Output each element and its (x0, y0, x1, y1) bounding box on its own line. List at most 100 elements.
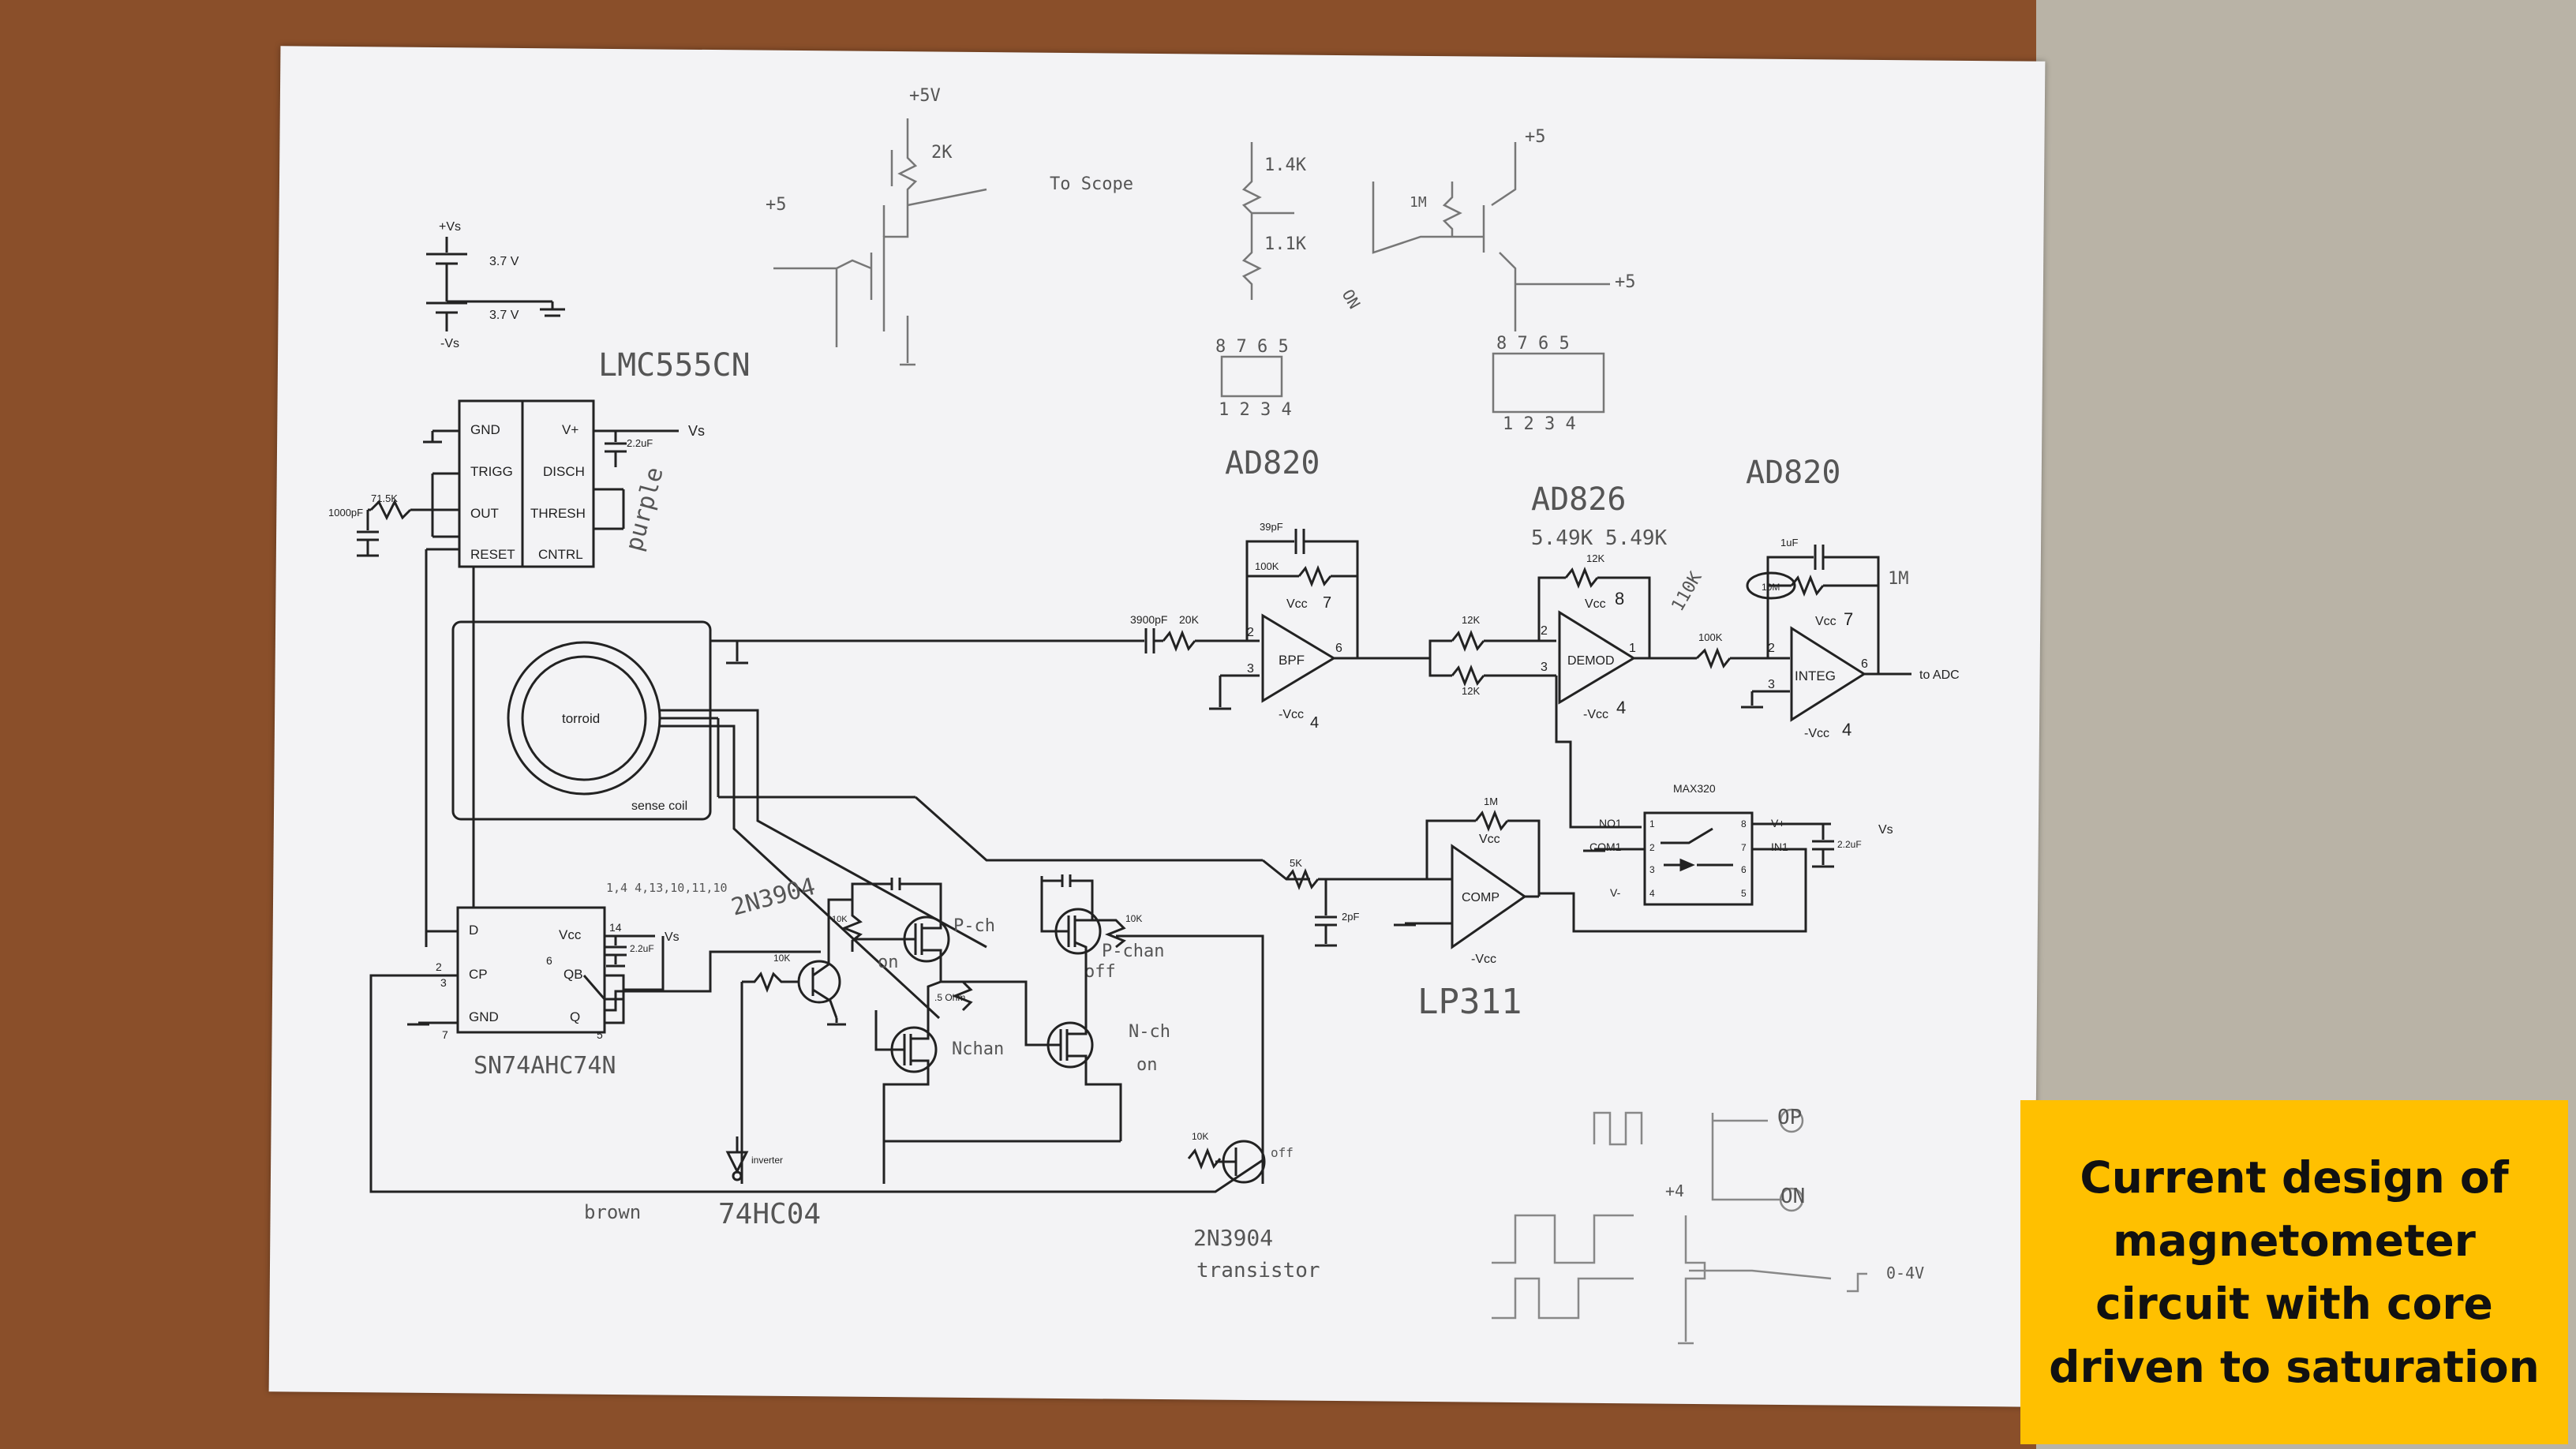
integ-pin-vee: 4 (1842, 720, 1852, 739)
ff-pin-qb: QB (564, 967, 583, 982)
mux-pin-num-5: 5 (1741, 888, 1747, 899)
sketch-right-pins-top: 8 7 6 5 (1496, 334, 1570, 354)
ff-part: SN74AHC74N (474, 1052, 616, 1080)
mux-pin-no1: NO1 (1599, 817, 1622, 829)
integ-vee: -Vcc (1804, 727, 1829, 740)
integ-res-note: 110K (1668, 568, 1707, 615)
sketch-top-mid: 1.4K 1.1K 8 7 6 5 1 2 3 4 AD820 (1215, 142, 1320, 481)
bpf-cap-in: 3900pF (1130, 613, 1167, 626)
bpf-res-in: 20K (1179, 613, 1200, 626)
bpf-pin-vcc: 7 (1323, 594, 1331, 612)
q2-note: transistor (1196, 1259, 1320, 1282)
ff-pin-num-6: 6 (546, 954, 552, 967)
mux-pin-vminus: V- (1610, 886, 1621, 899)
timer-cap-timing: 1000pF (328, 507, 363, 519)
mux-pin-num-2: 2 (1649, 842, 1655, 853)
mux-pin-num-7: 7 (1741, 842, 1747, 853)
sketch-right-plus5: +5 (1615, 272, 1636, 292)
sketch-right-on: ON (1339, 286, 1365, 313)
sketch-plus4: +4 (1665, 1181, 1684, 1200)
q1-transistor (797, 960, 841, 1004)
n2-label: N-ch (1129, 1022, 1170, 1042)
demod-name: DEMOD (1567, 654, 1615, 668)
integ-out-label: to ADC (1919, 668, 1960, 682)
timer-part-label: LMC555CN (598, 347, 751, 384)
vs-pos-label: +Vs (439, 220, 461, 234)
timer-cap-label: 2.2uF (627, 437, 653, 449)
q1-label: 2N3904 (728, 873, 818, 922)
q2-state: off (1271, 1145, 1294, 1160)
integ-pin-vcc: 7 (1844, 609, 1853, 629)
bpf-stage: 3900pF 20K BPF 2 3 6 Vcc 7 -Vcc 4 100K 3… (1130, 521, 1430, 732)
brown-wire-note: brown (584, 1201, 641, 1223)
ff-supply-label: Vs (665, 930, 680, 944)
pin-thresh: THRESH (530, 506, 586, 521)
demod-part: AD826 (1531, 481, 1626, 518)
ff-pin-vcc: Vcc (559, 927, 582, 942)
p2-label: P-chan (1102, 942, 1164, 961)
comp-vcc: Vcc (1479, 833, 1500, 846)
bpf-cap-fb: 39pF (1260, 521, 1283, 533)
bpf-res-fb: 100K (1255, 560, 1279, 572)
mux-pin-num-3: 3 (1649, 864, 1655, 875)
p1-label: P-ch (953, 916, 995, 936)
sketch-res-1-4k: 1.4K (1264, 155, 1307, 175)
p1-state: on (878, 953, 899, 972)
pin-out: OUT (470, 506, 499, 521)
vs-neg-label: -Vs (440, 337, 459, 350)
demod-pin-noninv: 3 (1541, 661, 1548, 674)
pin-gnd: GND (470, 422, 500, 437)
sketch-top-left: +5V 2K To Scope +5 (766, 86, 1133, 366)
n2-state: on (1136, 1055, 1158, 1075)
hbridge-driver: 2N3904 10K 10K P-ch on .5 Ohm Nchan (584, 873, 1320, 1282)
inverter-part: 74HC04 (718, 1198, 821, 1230)
sketch-right-res: 1M (1410, 194, 1427, 211)
cell-2-label: 3.7 V (489, 309, 519, 322)
sketch-res-2k: 2K (931, 143, 953, 163)
bpf-pin-inv: 2 (1247, 626, 1254, 639)
sketch-mid-pins-top: 8 7 6 5 (1215, 337, 1289, 357)
sketch-bottom-right: OP ON +4 0-4V (1492, 1106, 1924, 1345)
gate-res-1-label: 10K (832, 915, 848, 924)
demod-pin-inv: 2 (1541, 624, 1548, 638)
sketch-range: 0-4V (1886, 1264, 1924, 1282)
comp-res-in: 5K (1290, 857, 1302, 869)
cell-1-label: 3.7 V (489, 255, 519, 268)
demod-note: 5.49K 5.49K (1531, 526, 1668, 550)
mux-pin-num-8: 8 (1741, 818, 1747, 829)
ff-cap-label: 2.2uF (630, 943, 654, 954)
integ-pin-inv: 2 (1768, 642, 1775, 655)
max320-switch: MAX320 NO1 COM1 V- V+ IN1 1 2 3 4 8 7 6 … (1539, 782, 1893, 933)
pin-disch: DISCH (543, 464, 585, 479)
mux-pin-num-4: 4 (1649, 888, 1655, 899)
sketch-top-right: +5 +5 1M ON 8 7 6 5 1 2 3 4 (1339, 127, 1636, 434)
battery-supply: +Vs 3.7 V 3.7 V -Vs (426, 220, 565, 350)
integ-pin-noninv: 3 (1768, 678, 1775, 691)
mux-pin-in1: IN1 (1771, 841, 1788, 853)
ff-pin-num-3: 3 (440, 976, 447, 989)
caption-text: Current design of magnetometer circuit w… (2049, 1152, 2540, 1392)
sketch-op: OP (1777, 1106, 1802, 1129)
gate-res-2-label: 10K (1125, 913, 1142, 924)
demod-vcc: Vcc (1585, 597, 1606, 611)
demod-pin-out: 1 (1629, 642, 1636, 655)
bpf-vcc: Vcc (1286, 597, 1308, 611)
demod-res-in1: 12K (1462, 614, 1480, 626)
purple-wire-note: purple (620, 464, 669, 554)
ff-pin-num-14: 14 (609, 921, 622, 934)
bpf-vee: -Vcc (1279, 708, 1304, 721)
ff-pin-q: Q (570, 1009, 580, 1024)
comp-res-fb: 1M (1484, 796, 1498, 807)
integ-res-note-fb: 1M (1888, 569, 1909, 589)
bpf-pin-out: 6 (1335, 642, 1342, 655)
pin-trigg: TRIGG (470, 464, 513, 479)
ff-pin-cp: CP (469, 967, 488, 982)
n1-label: Nchan (952, 1039, 1004, 1059)
integ-cap-fb: 1uF (1780, 537, 1798, 549)
demod-pin-vcc: 8 (1615, 589, 1624, 608)
comp-stage: COMP Vcc -Vcc LP311 1M 5K 2pF (915, 796, 1541, 1022)
ff-pin-num-5: 5 (597, 1028, 603, 1041)
demod-stage: AD826 5.49K 5.49K 12K 12K DEMOD 2 3 1 Vc… (1428, 481, 1697, 829)
bpf-pin-vee: 4 (1310, 714, 1319, 732)
